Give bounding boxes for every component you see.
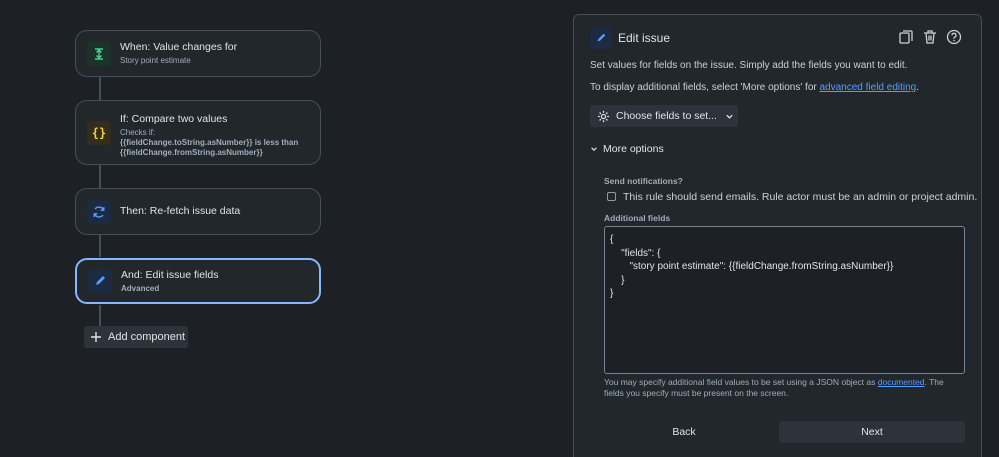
node-title: Then: Re-fetch issue data	[120, 205, 241, 217]
pencil-icon	[88, 269, 112, 293]
panel-actions	[897, 28, 963, 46]
gear-icon	[590, 110, 616, 123]
additional-fields-help: You may specify additional field values …	[604, 377, 965, 399]
help-prefix: You may specify additional field values …	[604, 377, 878, 387]
flow-connector	[99, 165, 101, 188]
node-title: And: Edit issue fields	[121, 268, 219, 281]
chevron-down-icon	[725, 112, 734, 121]
back-button[interactable]: Back	[672, 426, 696, 438]
panel-title: Edit issue	[618, 31, 671, 45]
flow-node-refetch[interactable]: Then: Re-fetch issue data	[75, 188, 321, 235]
choose-fields-label: Choose fields to set...	[616, 110, 717, 122]
refresh-icon	[87, 199, 111, 224]
node-title: If: Compare two values	[120, 113, 228, 125]
node-subtitle: Story point estimate	[120, 56, 191, 65]
send-notifications-text: This rule should send emails. Rule actor…	[623, 191, 978, 203]
node-subtitle-prefix: Checks if:	[120, 128, 156, 137]
more-options-label: More options	[603, 143, 664, 155]
next-button[interactable]: Next	[779, 421, 965, 443]
more-info-prefix: To display additional fields, select 'Mo…	[590, 82, 820, 93]
help-icon[interactable]	[945, 28, 963, 46]
send-notifications-checkbox[interactable]	[607, 192, 616, 201]
flow-node-condition[interactable]: {} If: Compare two values Checks if: {{f…	[75, 100, 321, 165]
choose-fields-button[interactable]: Choose fields to set...	[590, 105, 738, 127]
edit-issue-panel: Edit issue Set values for fields on the …	[573, 14, 982, 457]
node-title: When: Value changes for	[120, 41, 238, 53]
node-subtitle: Advanced	[121, 283, 160, 293]
node-subtitle: {{fieldChange.toString.asNumber}} is les…	[120, 138, 299, 157]
documented-link[interactable]: documented	[877, 377, 925, 387]
flow-connector	[99, 77, 101, 100]
flow-node-edit-issue[interactable]: And: Edit issue fields Advanced	[75, 258, 321, 304]
braces-icon: {}	[87, 120, 111, 145]
additional-fields-textarea[interactable]: { "fields": { "story point estimate": {{…	[604, 226, 965, 374]
plus-icon	[84, 331, 108, 343]
advanced-field-editing-link[interactable]: advanced field editing	[819, 82, 917, 93]
additional-fields-label: Additional fields	[604, 213, 671, 223]
delete-icon[interactable]	[921, 28, 939, 46]
add-component-button[interactable]: Add component	[84, 326, 188, 348]
trigger-icon	[87, 41, 111, 66]
more-options-toggle[interactable]: More options	[590, 143, 664, 155]
send-notifications-label: Send notifications?	[604, 176, 683, 186]
help-suffix: . The fields you specify must be present…	[604, 377, 944, 398]
more-info-text: To display additional fields, select 'Mo…	[590, 82, 919, 93]
flow-connector	[99, 304, 101, 326]
flow-connector	[99, 235, 101, 258]
pencil-icon	[590, 27, 612, 49]
add-component-label: Add component	[108, 331, 186, 343]
chevron-down-icon	[590, 145, 603, 153]
duplicate-icon[interactable]	[897, 28, 915, 46]
flow-node-trigger[interactable]: When: Value changes for Story point esti…	[75, 30, 321, 77]
panel-description: Set values for fields on the issue. Simp…	[590, 60, 908, 71]
more-info-suffix: .	[916, 82, 920, 93]
